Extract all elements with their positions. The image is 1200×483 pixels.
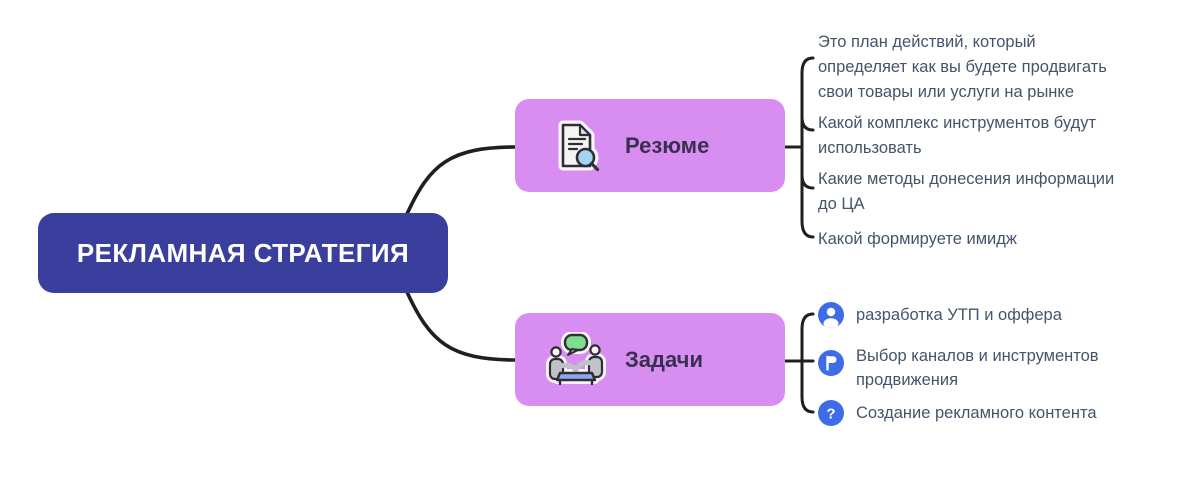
resume-point-2: Какой комплекс инструментов будут исполь… [818,111,1200,161]
resume-branch-2 [800,115,815,132]
resume-bracket [800,56,815,239]
people-discussion-icon [545,329,607,391]
document-search-icon [545,115,607,177]
task-text: Создание рекламного контента [856,404,1097,422]
connector-root-to-resume [405,145,518,216]
user-circle-icon [818,302,844,328]
task-text: разработка УТП и оффера [856,306,1062,324]
leaf-text: Какие методы донесения информации до ЦА [818,170,1115,213]
root-node-advertising-strategy[interactable]: РЕКЛАМНАЯ СТРАТЕГИЯ [38,213,448,293]
tasks-bracket [800,312,815,414]
resume-point-1: Это план действий, который определяет ка… [818,30,1200,105]
resume-point-3: Какие методы донесения информации до ЦА [818,167,1200,217]
root-node-label: РЕКЛАМНАЯ СТРАТЕГИЯ [76,237,410,268]
resume-point-4: Какой формируете имидж [818,227,1200,252]
svg-text:?: ? [826,406,835,423]
task-text: Выбор каналов и инструментов продвижения [856,347,1099,389]
branch-node-resume[interactable]: Резюме [515,99,785,192]
branch-node-tasks[interactable]: Задачи [515,313,785,406]
task-item-1: разработка УТП и оффера [818,302,1062,328]
question-circle-icon: ? [818,400,844,426]
leaf-text: Это план действий, который определяет ка… [818,33,1107,101]
resume-branch-3 [800,173,815,190]
task-item-2: Выбор каналов и инструментов продвижения [818,344,1099,392]
branch-label-tasks: Задачи [625,346,703,372]
leaf-text: Какой формируете имидж [818,230,1017,248]
leaf-text: Какой комплекс инструментов будут исполь… [818,114,1097,157]
task-item-3: ? Создание рекламного контента [818,400,1097,426]
flag-circle-icon [818,350,844,376]
connector-root-to-tasks [405,290,518,362]
branch-label-resume: Резюме [625,132,710,158]
